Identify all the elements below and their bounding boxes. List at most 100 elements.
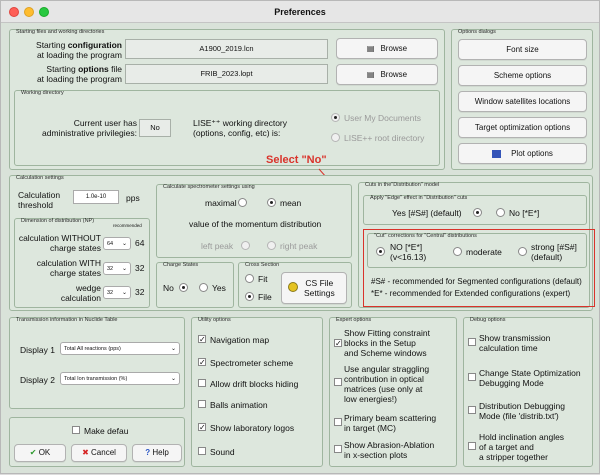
help-label: Help xyxy=(152,448,169,457)
sound-label: Sound xyxy=(210,447,235,457)
threshold-input[interactable]: 1.0e-10 xyxy=(73,190,119,204)
maximal-radio[interactable] xyxy=(238,198,247,207)
lab-logos-checkbox[interactable]: ✓ xyxy=(198,423,206,432)
left-peak-radio[interactable] xyxy=(241,241,250,250)
charge-no-radio[interactable] xyxy=(179,283,188,292)
beam-scatter-checkbox[interactable] xyxy=(334,418,342,426)
help-button[interactable]: ? Help xyxy=(132,444,182,462)
window-satellites-button[interactable]: Window satellites locations xyxy=(458,91,587,112)
central-moderate-radio[interactable] xyxy=(453,247,462,256)
balls-label: Balls animation xyxy=(210,400,268,410)
with-select[interactable]: 32⌄ xyxy=(103,262,131,275)
without-line1: calculation WITHOUT xyxy=(18,233,101,243)
utility-options-group: Utility options ✓ Navigation map ✓ Spect… xyxy=(191,317,323,467)
central-strong-radio[interactable] xyxy=(518,247,527,256)
display2-select[interactable]: Total Ion transmission (%)⌄ xyxy=(60,372,180,385)
admin-privileges-label: Current user has administrative privileg… xyxy=(19,118,137,138)
edge-yes-radio[interactable] xyxy=(473,208,482,217)
fitting-line3: and Scheme windows xyxy=(344,348,427,358)
edge-no-radio[interactable] xyxy=(496,208,505,217)
beam-line2: in target (MC) xyxy=(344,423,396,433)
transmission-time-checkbox[interactable] xyxy=(468,338,476,346)
without-select[interactable]: 64⌄ xyxy=(103,237,131,250)
scheme-options-button[interactable]: Scheme options xyxy=(458,65,587,86)
distribution-debug-checkbox[interactable] xyxy=(468,406,476,414)
folder-icon: ▤ xyxy=(366,70,375,79)
mean-radio[interactable] xyxy=(267,198,276,207)
central-corrections-title: "Cut" corrections for "Central" distribu… xyxy=(374,233,477,239)
left-peak-label: left peak xyxy=(201,241,234,251)
without-recommended: 64 xyxy=(135,238,145,248)
plot-icon xyxy=(492,149,502,158)
threshold-line2: threshold xyxy=(18,200,53,210)
drift-hiding-checkbox[interactable] xyxy=(198,379,206,387)
wedge-select[interactable]: 32⌄ xyxy=(103,286,131,299)
wedge-line2: calculation xyxy=(60,293,101,303)
fitting-checkbox[interactable]: ✓ xyxy=(334,339,342,348)
right-peak-radio[interactable] xyxy=(267,241,276,250)
trans-line2: calculation time xyxy=(479,343,538,353)
cancel-label: Cancel xyxy=(91,448,116,457)
config-label-pre: Starting xyxy=(36,40,68,50)
options-browse-button[interactable]: ▤ Browse xyxy=(336,64,438,85)
central-no-line2: (v<16.13) xyxy=(390,252,427,262)
display1-select[interactable]: Total All reactions (pps)⌄ xyxy=(60,342,180,355)
workdir-mydocs-radio[interactable] xyxy=(331,113,340,122)
edge-effect-title: Apply "Edge" effect in "Distribution" cu… xyxy=(370,195,468,201)
plot-options-button[interactable]: Plot options xyxy=(458,143,587,164)
angular-line3: matrices (use only at xyxy=(344,384,423,394)
drift-hiding-label: Allow drift blocks hiding xyxy=(210,379,299,389)
central-highlight-box xyxy=(363,229,595,307)
cs-btn-line2: Settings xyxy=(304,288,335,298)
zoom-window-button[interactable] xyxy=(39,7,49,17)
hold-line3: a stripper together xyxy=(479,452,548,462)
sound-checkbox[interactable] xyxy=(198,447,206,455)
make-default-checkbox[interactable] xyxy=(72,426,80,434)
dimension-title: Dimension of distribution (NP) xyxy=(21,218,95,224)
title-bar: Preferences xyxy=(1,1,599,23)
config-browse-button[interactable]: ▤Browse xyxy=(336,38,438,59)
cross-fit-radio[interactable] xyxy=(245,274,254,283)
beam-line1: Primary beam scattering xyxy=(344,413,437,423)
settings-gear-icon xyxy=(288,282,298,292)
calculation-settings-group: Calculation settings Calculation thresho… xyxy=(9,175,595,311)
charge-no-label: No xyxy=(163,283,174,293)
cancel-button[interactable]: ✖ Cancel xyxy=(71,444,127,462)
workdir-mydocs-label: User My Documents xyxy=(344,113,421,123)
central-no-label: NO [*E*](v<16.13) xyxy=(390,242,426,262)
target-optimization-button[interactable]: Target optimization options xyxy=(458,117,587,138)
chevron-down-icon: ⌄ xyxy=(121,290,127,296)
with-line1: calculation WITH xyxy=(36,258,101,268)
change-state-checkbox[interactable] xyxy=(468,373,476,381)
ok-button[interactable]: ✔ OK xyxy=(14,444,66,462)
plot-options-label: Plot options xyxy=(511,149,553,158)
charge-yes-radio[interactable] xyxy=(199,283,208,292)
nav-map-checkbox[interactable]: ✓ xyxy=(198,335,206,344)
folder-icon: ▤ xyxy=(366,44,375,53)
font-size-button[interactable]: Font size xyxy=(458,39,587,60)
spectro-scheme-checkbox[interactable]: ✓ xyxy=(198,358,206,367)
edge-effect-group: Apply "Edge" effect in "Distribution" cu… xyxy=(363,195,587,225)
close-window-button[interactable] xyxy=(9,7,19,17)
workdir-root-radio[interactable] xyxy=(331,133,340,142)
options-browse-label: Browse xyxy=(380,70,408,79)
cross-file-radio[interactable] xyxy=(245,292,254,301)
mean-label: mean xyxy=(280,198,302,208)
options-dialogs-group: Options dialogs Font size Scheme options… xyxy=(451,29,593,170)
cuts-title: Cuts in the"Distribution" model xyxy=(365,182,440,188)
central-no-radio[interactable] xyxy=(376,247,385,256)
abrasion-checkbox[interactable] xyxy=(334,445,342,453)
cuts-group: Cuts in the"Distribution" model Apply "E… xyxy=(358,182,595,308)
minimize-window-button[interactable] xyxy=(24,7,34,17)
balls-checkbox[interactable] xyxy=(198,400,206,408)
options-label-bold: options xyxy=(78,64,109,74)
angular-checkbox[interactable] xyxy=(334,378,342,386)
wedge-recommended: 32 xyxy=(135,287,145,297)
expert-options-group: Expert options ✓ Show Fitting constraint… xyxy=(329,317,457,467)
admin-priv-line1: Current user has xyxy=(73,118,137,128)
hold-angles-checkbox[interactable] xyxy=(468,442,476,450)
